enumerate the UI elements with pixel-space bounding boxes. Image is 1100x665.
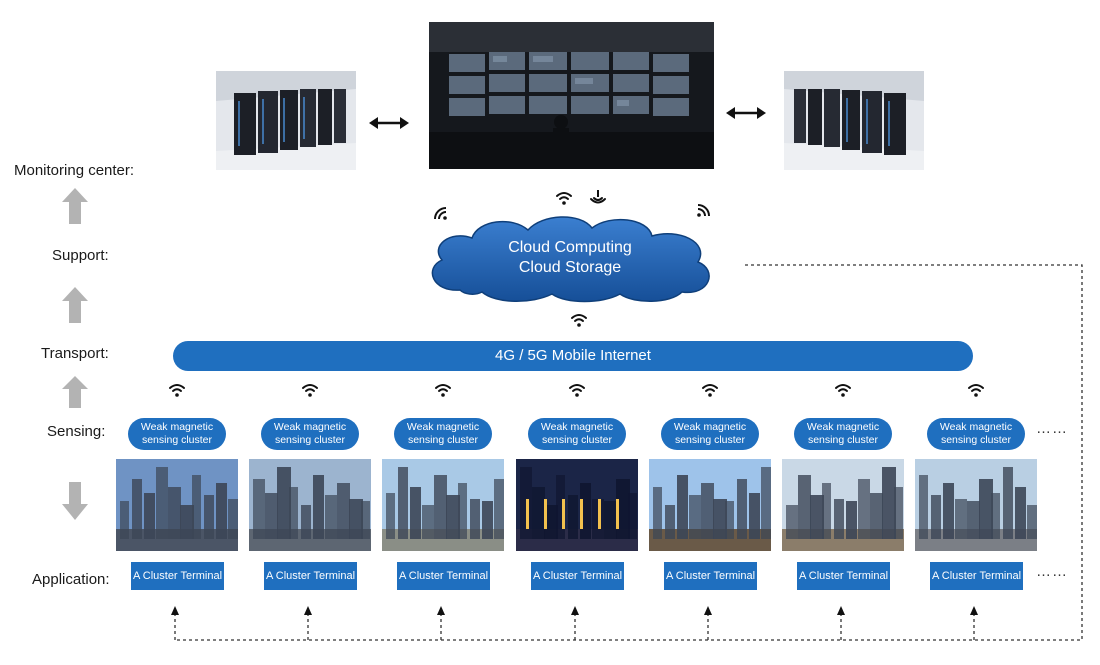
sensing-cluster-line2: sensing cluster: [940, 434, 1012, 446]
sensing-cluster-line1: Weak magnetic: [673, 421, 747, 433]
sensing-cluster-line2: sensing cluster: [807, 434, 879, 446]
cloud-label: Cloud Computing Cloud Storage: [420, 238, 720, 278]
sensing-cluster-line2: sensing cluster: [674, 434, 746, 446]
city-skyline-image: [116, 459, 238, 551]
sensing-cluster-line1: Weak magnetic: [140, 421, 214, 433]
wifi-icon: [571, 314, 587, 327]
layer-label-support: Support:: [52, 247, 109, 264]
cluster-terminal-box: A Cluster Terminal: [664, 562, 757, 590]
layer-label-sensing: Sensing:: [47, 423, 106, 440]
sensing-cluster-line2: sensing cluster: [407, 434, 479, 446]
cluster-terminal-box: A Cluster Terminal: [531, 562, 624, 590]
mobile-internet-label: 4G / 5G Mobile Internet: [495, 347, 651, 364]
layer-label-monitoring-center: Monitoring center:: [14, 162, 135, 179]
cluster-terminal-box: A Cluster Terminal: [797, 562, 890, 590]
feedback-arrowhead-icon: [304, 606, 312, 615]
feedback-arrowhead-icon: [704, 606, 712, 615]
city-skyline-image: [516, 459, 638, 551]
ellipsis-application: ……: [1036, 563, 1068, 580]
up-arrow-icon: [62, 287, 88, 323]
cluster-terminal-box: A Cluster Terminal: [264, 562, 357, 590]
double-arrow-icon: [726, 107, 766, 119]
wifi-icon: [169, 384, 185, 397]
wifi-icon: [835, 384, 851, 397]
signal-icon: [697, 204, 710, 217]
server-room-image-right: [784, 71, 924, 170]
city-skyline-image: [915, 459, 1037, 551]
sensing-cluster-line2: sensing cluster: [541, 434, 613, 446]
server-room-image-left: [216, 71, 356, 170]
sensing-cluster-line1: Weak magnetic: [939, 421, 1013, 433]
city-skyline-image: [782, 459, 904, 551]
sensing-cluster-line2: sensing cluster: [141, 434, 213, 446]
feedback-arrowhead-icon: [437, 606, 445, 615]
feedback-arrowhead-icon: [171, 606, 179, 615]
wifi-icon: [556, 192, 572, 205]
signal-icon: [434, 207, 447, 220]
cloud-line-computing: Cloud Computing: [508, 239, 632, 256]
sensing-cluster-line1: Weak magnetic: [406, 421, 480, 433]
layer-label-transport: Transport:: [41, 345, 109, 362]
wifi-icon: [702, 384, 718, 397]
sensing-cluster-line1: Weak magnetic: [806, 421, 880, 433]
control-room-image: [429, 22, 714, 169]
mobile-internet-band: 4G / 5G Mobile Internet: [173, 341, 973, 371]
wifi-icon: [569, 384, 585, 397]
city-skyline-image: [382, 459, 504, 551]
down-arrow-icon: [62, 482, 88, 520]
antenna-icon: [590, 190, 606, 204]
feedback-arrowhead-icon: [837, 606, 845, 615]
wifi-icon: [435, 384, 451, 397]
wifi-icon: [968, 384, 984, 397]
sensing-cluster-line1: Weak magnetic: [540, 421, 614, 433]
up-arrow-icon: [62, 188, 88, 224]
cluster-terminal-box: A Cluster Terminal: [397, 562, 490, 590]
cluster-terminal-box: A Cluster Terminal: [131, 562, 224, 590]
up-arrow-icon: [62, 376, 88, 408]
cloud-line-storage: Cloud Storage: [518, 259, 622, 276]
feedback-arrowhead-icon: [571, 606, 579, 615]
city-skyline-image: [249, 459, 371, 551]
feedback-arrowhead-icon: [970, 606, 978, 615]
wifi-icon: [302, 384, 318, 397]
cluster-terminal-box: A Cluster Terminal: [930, 562, 1023, 590]
sensing-cluster-line2: sensing cluster: [274, 434, 346, 446]
city-skyline-image: [649, 459, 771, 551]
ellipsis-sensing: ……: [1036, 420, 1068, 437]
layer-label-application: Application:: [32, 571, 110, 588]
double-arrow-icon: [369, 117, 409, 129]
sensing-cluster-line1: Weak magnetic: [273, 421, 347, 433]
